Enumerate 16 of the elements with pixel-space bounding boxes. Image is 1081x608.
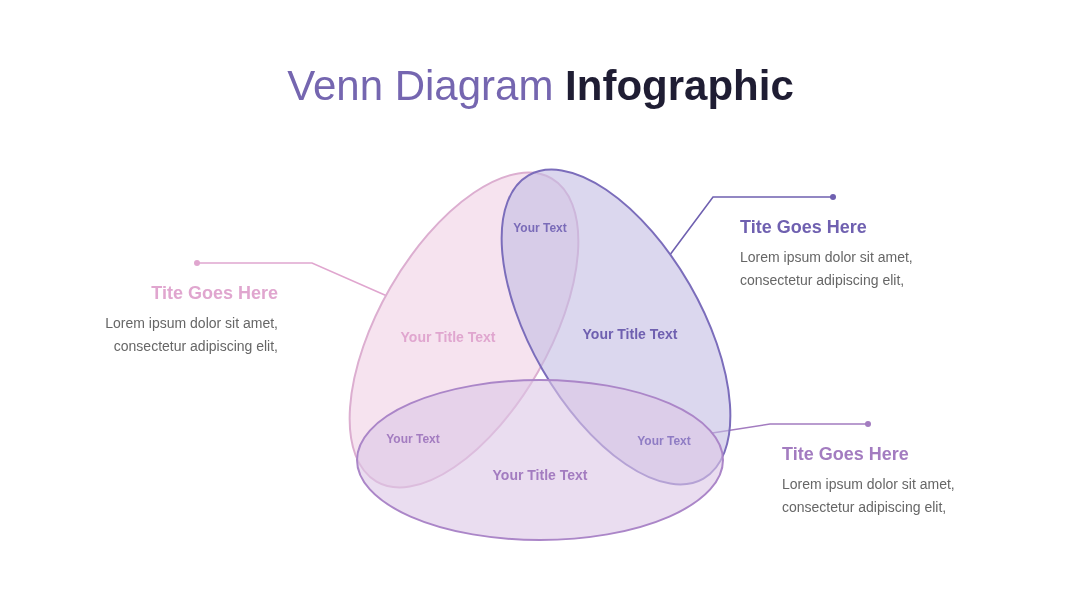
overlap-label: Your Text	[513, 221, 567, 235]
callout-text: Lorem ipsum dolor sit amet, consectetur adipiscing elit,	[782, 475, 956, 517]
leader-line	[669, 194, 836, 256]
leader-line	[194, 260, 387, 297]
callout-heading: Tite Goes Here	[740, 217, 868, 238]
region-title: Your Title Text	[400, 329, 496, 345]
leader-line	[711, 421, 871, 434]
region-title: Your Title Text	[492, 467, 588, 483]
callout-heading: Tite Goes Here	[150, 283, 278, 304]
overlap-label: Your Text	[386, 432, 440, 446]
region-title: Your Title Text	[582, 326, 678, 342]
callout-text: Lorem ipsum dolor sit amet, consectetur adipiscing elit,	[104, 314, 278, 356]
overlap-label: Your Text	[637, 434, 691, 448]
callout-text: Lorem ipsum dolor sit amet, consectetur adipiscing elit,	[740, 248, 914, 290]
title: Venn Diagram Infographic	[286, 62, 795, 110]
callout-heading: Tite Goes Here	[782, 444, 910, 465]
